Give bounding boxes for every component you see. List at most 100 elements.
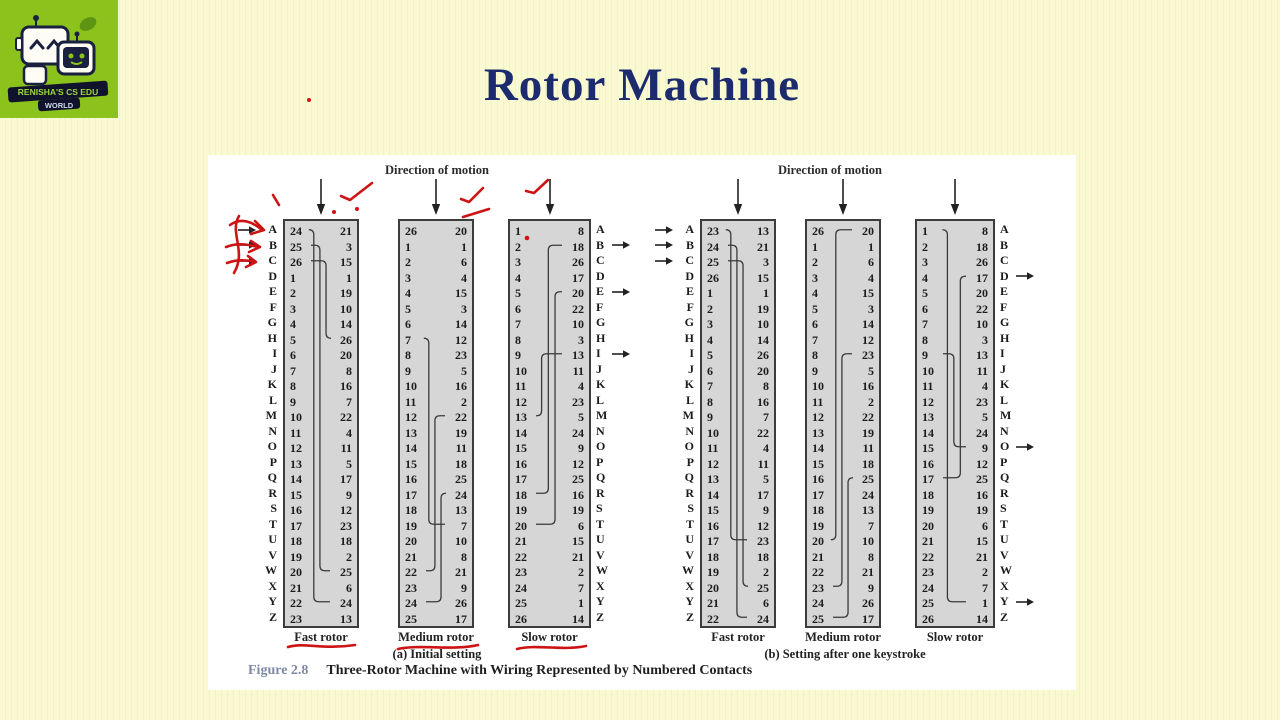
letter-Y: Y	[1000, 594, 1009, 608]
contact-number: 2	[290, 286, 296, 300]
contact-number: 26	[290, 255, 302, 269]
input-arrow-a-0	[238, 225, 256, 234]
contact-number: 10	[707, 425, 719, 440]
contact-number: 3	[290, 301, 296, 316]
contact-number: 6	[515, 301, 521, 316]
contact-number: 19	[455, 425, 467, 440]
letter-P: P	[1000, 454, 1008, 469]
contact-number: 6	[461, 255, 467, 269]
contact-number: 15	[340, 255, 352, 269]
contact-number: 10	[862, 534, 874, 548]
contact-number: 5	[461, 363, 467, 378]
contact-number: 19	[812, 518, 824, 533]
contact-number: 3	[578, 332, 584, 347]
contact-number: 11	[862, 441, 874, 455]
rotor-motion-arrow-b-1	[838, 179, 848, 215]
letter-X: X	[685, 578, 694, 593]
contact-number: 22	[862, 410, 874, 424]
contact-number: 1	[515, 224, 521, 238]
wire	[423, 337, 445, 525]
contact-number: 9	[922, 348, 928, 362]
contact-number: 7	[707, 379, 713, 393]
letter-C: C	[685, 253, 694, 267]
contact-number: 16	[340, 379, 352, 393]
letter-U: U	[596, 532, 605, 546]
contact-number: 25	[572, 472, 584, 486]
wire	[943, 275, 966, 479]
contact-number: 7	[290, 363, 296, 378]
contact-number: 17	[455, 611, 467, 626]
contact-number: 26	[515, 611, 527, 626]
letter-I: I	[596, 346, 601, 360]
contact-number: 20	[812, 534, 824, 548]
contact-number: 14	[340, 317, 352, 331]
contact-number: 14	[405, 441, 417, 455]
contact-number: 23	[862, 348, 874, 362]
contact-number: 20	[572, 286, 584, 300]
letter-D: D	[268, 268, 277, 283]
contact-number: 14	[515, 425, 527, 440]
rotor-motion-arrow-a-2	[545, 179, 554, 215]
figure-caption-text: Three-Rotor Machine with Wiring Represen…	[326, 663, 753, 678]
contact-number: 20	[290, 565, 302, 579]
contact-number: 19	[757, 301, 769, 316]
contact-number: 1	[982, 596, 988, 610]
wiring-a-2	[536, 244, 562, 525]
contact-number: 1	[763, 286, 769, 300]
contact-number: 19	[922, 503, 934, 517]
contact-number: 8	[578, 224, 584, 238]
contact-number: 16	[290, 503, 302, 517]
contact-number: 13	[340, 611, 352, 626]
letter-M: M	[265, 408, 277, 422]
contact-number: 15	[455, 286, 467, 300]
contact-number: 13	[757, 224, 769, 238]
output-arrow-b-3	[1016, 272, 1034, 281]
contact-number: 1	[578, 596, 584, 610]
contact-number: 18	[812, 503, 824, 517]
logo-text-line2: WORLD	[45, 101, 74, 110]
contact-number: 13	[515, 410, 527, 424]
contact-number: 17	[757, 487, 769, 502]
contact-number: 9	[405, 363, 411, 378]
contact-number: 16	[812, 472, 824, 486]
contact-number: 26	[405, 224, 417, 238]
contact-number: 25	[455, 472, 467, 486]
input-arrow-b-0	[655, 225, 673, 234]
letter-B: B	[268, 237, 277, 252]
contact-number: 6	[982, 518, 988, 533]
letter-C: C	[268, 253, 277, 267]
contact-number: 6	[346, 580, 352, 595]
contact-number: 24	[455, 487, 467, 502]
contact-number: 4	[515, 270, 521, 285]
contact-number: 21	[812, 549, 824, 564]
letter-T: T	[268, 516, 277, 531]
contact-number: 2	[346, 549, 352, 564]
contact-number: 18	[922, 487, 934, 502]
contact-number: 12	[572, 456, 584, 471]
contact-number: 22	[405, 565, 417, 579]
letter-W: W	[265, 563, 277, 577]
contact-number: 24	[405, 596, 417, 610]
contact-number: 22	[757, 425, 769, 440]
letter-A: A	[596, 222, 605, 236]
contact-number: 12	[405, 410, 417, 424]
wire	[536, 291, 562, 525]
contact-number: 15	[515, 441, 527, 455]
letter-H: H	[1000, 330, 1010, 345]
letter-W: W	[1000, 563, 1012, 577]
contact-number: 20	[405, 534, 417, 548]
contact-number: 25	[515, 596, 527, 610]
contact-number: 8	[461, 549, 467, 564]
contact-number: 16	[572, 487, 584, 502]
contact-number: 17	[290, 518, 302, 533]
letter-Z: Z	[596, 609, 605, 624]
contact-number: 1	[461, 239, 467, 254]
contact-number: 12	[707, 456, 719, 471]
